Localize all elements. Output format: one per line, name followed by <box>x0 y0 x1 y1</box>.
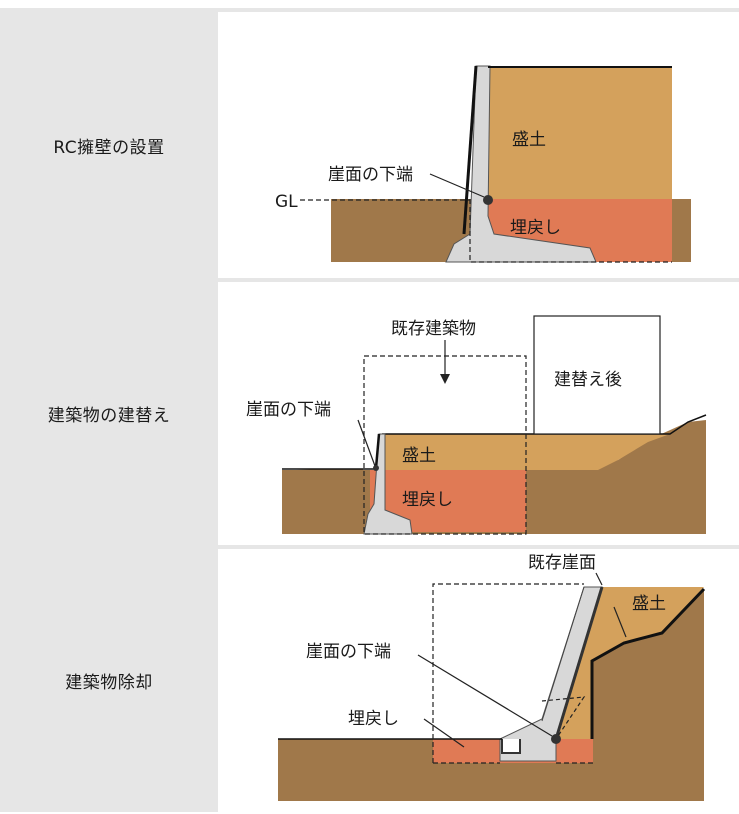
wall-front-line <box>462 65 478 235</box>
row-label: RC擁壁の設置 <box>53 137 165 158</box>
removed-building-outline <box>432 583 584 763</box>
wall-front-line <box>374 433 381 469</box>
fill-area <box>488 66 672 199</box>
row-label: 建築物の建替え <box>47 406 171 426</box>
existing-cliff-text: 既存崖面 <box>528 553 596 573</box>
row-building-demolition: 建築物除却 既存崖面 盛土 崖面の下端 埋戻し <box>0 549 739 812</box>
new-building <box>533 315 661 435</box>
existing-cliff-line <box>554 586 604 740</box>
retaining-wall <box>445 65 597 263</box>
row-label: 建築物除却 <box>65 673 153 693</box>
backfill-leader <box>423 718 465 748</box>
diagram-rc-wall: 盛土 崖面の下端 GL 埋戻し <box>275 65 691 263</box>
fill-text: 盛土 <box>402 446 436 466</box>
cliff-bottom-point <box>551 734 561 744</box>
table-top-border <box>0 8 739 12</box>
cliff-bottom-point <box>483 195 493 205</box>
row-label-cell: 建築物の建替え <box>0 282 218 545</box>
fill-outline <box>590 587 706 739</box>
cliff-bottom-text: 崖面の下端 <box>306 642 391 662</box>
after-rebuild-text: 建替え後 <box>554 370 622 390</box>
slope-wall-face-line <box>541 586 585 722</box>
existing-building-text: 既存建築物 <box>391 319 476 339</box>
row-building-rebuild: 建築物の建替え 既存建築物 建替え後 崖面の下端 盛土 埋戻し <box>0 282 739 545</box>
retaining-wall <box>363 433 413 535</box>
cliff-bottom-text: 崖面の下端 <box>328 165 413 185</box>
backfill-text: 埋戻し <box>348 709 399 729</box>
internal-dashed-line <box>541 696 586 740</box>
row-label-cell: 建築物除却 <box>0 549 218 812</box>
fill-text: 盛土 <box>512 130 546 150</box>
fill-area <box>556 587 704 739</box>
cliff-bottom-point <box>373 465 379 471</box>
row-label-cell: RC擁壁の設置 <box>0 12 218 278</box>
backfill-text: 埋戻し <box>510 218 561 238</box>
drain-gutter <box>501 739 521 754</box>
gl-text: GL <box>275 192 298 212</box>
cliff-bottom-leader <box>429 173 485 198</box>
row-divider <box>0 545 739 549</box>
existing-cliff-leader <box>595 572 603 586</box>
row-divider <box>0 278 739 282</box>
cliff-bottom-leader <box>357 419 376 467</box>
diagram-demolition: 既存崖面 盛土 崖面の下端 埋戻し <box>278 553 706 801</box>
diagram-rebuild: 既存建築物 建替え後 崖面の下端 盛土 埋戻し <box>246 315 707 535</box>
excavation-dashed-line <box>469 199 672 263</box>
row-rc-retaining-wall: RC擁壁の設置 盛土 崖面の下端 GL 埋戻し <box>0 12 739 278</box>
fill-leader <box>613 606 627 638</box>
ground-area <box>278 589 704 801</box>
demolish-arrowhead <box>440 374 450 384</box>
cliff-bottom-text: 崖面の下端 <box>246 400 331 420</box>
fill-text: 盛土 <box>632 594 666 614</box>
cliff-bottom-leader <box>417 654 553 737</box>
backfill-text: 埋戻し <box>402 490 453 510</box>
